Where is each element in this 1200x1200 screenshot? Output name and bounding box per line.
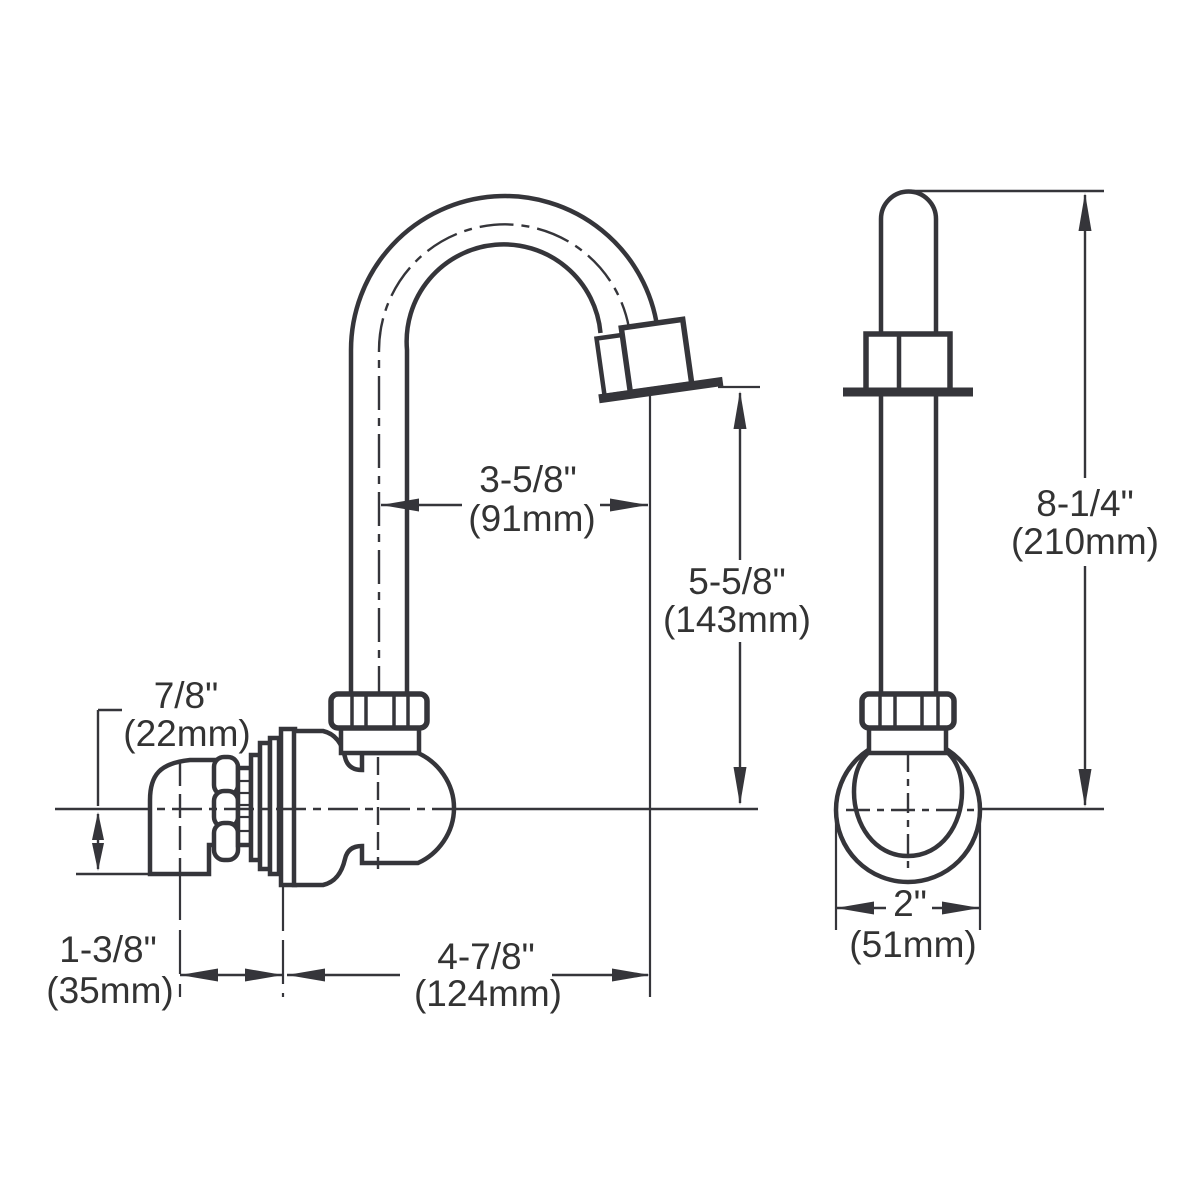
- aerator-body: [618, 316, 695, 396]
- dim-flange-diameter-mm: (51mm): [849, 924, 976, 965]
- gooseneck-inner-wall: [404, 242, 603, 697]
- dim-overall-height-inches: 8-1/4": [1036, 483, 1133, 524]
- hex-nut-lobe: [211, 820, 241, 863]
- riser-tube-and-cap: [878, 189, 939, 334]
- dim-elbow-offset-inches: 7/8": [154, 675, 219, 716]
- dim-flange-diameter: 2" (51mm): [834, 820, 982, 965]
- dim-elbow-offset-mm: (22mm): [123, 713, 250, 754]
- flange-crosshair-centerlines: [846, 752, 976, 872]
- gooseneck-centerline: [377, 223, 631, 700]
- aerator-flange-line: [598, 376, 724, 404]
- gooseneck-outer-wall: [348, 193, 660, 697]
- aerator-tip: [593, 316, 724, 404]
- dim-spout-reach-mm: (91mm): [468, 498, 595, 539]
- front-view: [55, 193, 758, 888]
- dim-flange-diameter-inches: 2": [893, 883, 927, 924]
- dim-outlet-height-inches: 5-5/8": [688, 561, 785, 602]
- dim-spout-reach-inches: 3-5/8": [479, 459, 576, 500]
- dim-elbow-depth-mm: (35mm): [46, 970, 173, 1011]
- side-view: [833, 189, 983, 885]
- riser-hex-nut: [328, 691, 430, 731]
- riser-collar: [866, 724, 949, 756]
- dim-outlet-height: 5-5/8" (143mm): [663, 385, 811, 805]
- dim-elbow-offset: 7/8" (22mm): [76, 675, 251, 876]
- dim-elbow-depth-inches: 1-3/8": [59, 929, 156, 970]
- riser-hex-nut: [859, 691, 957, 731]
- washer-plate: [267, 735, 282, 877]
- dim-wall-to-outlet-inches: 4-7/8": [437, 936, 534, 977]
- dim-spout-reach: 3-5/8" (91mm): [381, 394, 652, 997]
- dim-overall-height-mm: (210mm): [1011, 521, 1159, 562]
- dim-wall-to-outlet: 4-7/8" (124mm): [287, 936, 650, 1014]
- riser-collar: [338, 725, 422, 756]
- dim-overall-height: 8-1/4" (210mm): [906, 189, 1159, 811]
- aerator-front: [863, 331, 953, 394]
- dim-elbow-depth: 1-3/8" (35mm): [46, 876, 285, 1011]
- dim-outlet-height-mm: (143mm): [663, 599, 811, 640]
- dim-wall-to-outlet-mm: (124mm): [414, 973, 562, 1014]
